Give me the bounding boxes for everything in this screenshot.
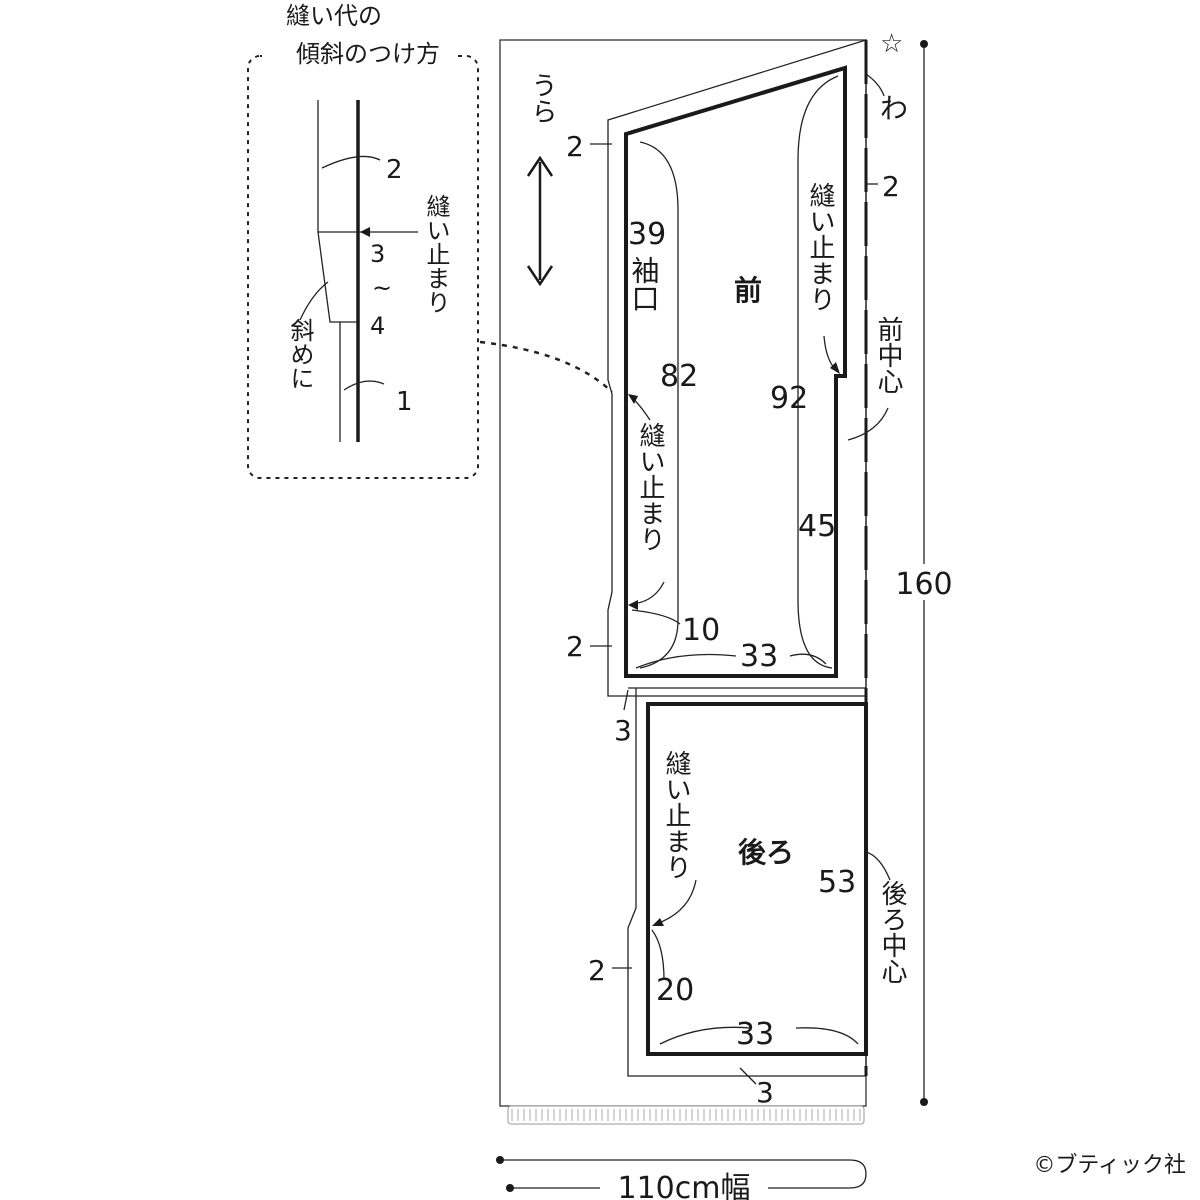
front-right-dimension bbox=[797, 75, 839, 669]
inset-pointer-line bbox=[479, 340, 613, 393]
back-piece-name: 後ろ bbox=[738, 836, 794, 869]
front-cut-line bbox=[607, 39, 867, 697]
front-stitch-stop-left: 縫い止まり bbox=[635, 422, 665, 552]
fabric-width-label: 110cm幅 bbox=[618, 1171, 751, 1200]
fabric-length-dimension bbox=[896, 40, 952, 1106]
inset-cut-line bbox=[317, 100, 341, 442]
back-piece bbox=[612, 687, 891, 1085]
front-seam-top: 2 bbox=[566, 130, 584, 163]
front-lower-right-length: 45 bbox=[798, 509, 836, 544]
fabric-sheet bbox=[499, 39, 867, 1125]
inset-title-line1: 縫い代の bbox=[286, 2, 382, 30]
copyright-notice: ©ブティック社 bbox=[1033, 1153, 1186, 1178]
front-left-length: 82 bbox=[660, 359, 698, 394]
back-width: 33 bbox=[736, 1017, 774, 1052]
inset-label-tilde: ~ bbox=[372, 274, 392, 302]
front-cuff-num: 39 bbox=[628, 217, 666, 252]
front-piece-name: 前 bbox=[734, 274, 762, 307]
front-piece bbox=[590, 39, 889, 711]
inset-label-2: 2 bbox=[386, 155, 403, 185]
front-seam-line bbox=[624, 65, 847, 678]
back-seam-line bbox=[646, 702, 868, 1056]
front-center-label: 前中心 bbox=[873, 316, 903, 394]
inset-label-4: 4 bbox=[370, 312, 385, 340]
front-bottom-side: 10 bbox=[682, 613, 720, 648]
back-right-length: 53 bbox=[818, 865, 856, 900]
back-seam-left: 2 bbox=[588, 954, 606, 987]
back-center-label: 後ろ中心 bbox=[877, 880, 907, 984]
fold-label: わ bbox=[880, 92, 908, 125]
front-width: 33 bbox=[740, 639, 778, 674]
inset-diagonal-label: 斜めに bbox=[286, 318, 314, 390]
inset-label-3: 3 bbox=[370, 240, 385, 268]
inset-title-line2: 傾斜のつけ方 bbox=[296, 40, 440, 68]
wrong-side-label: うら bbox=[527, 72, 557, 124]
back-bottom-side: 20 bbox=[656, 973, 694, 1008]
front-right-length: 92 bbox=[770, 381, 808, 416]
front-seam-hem: 3 bbox=[614, 714, 632, 747]
front-seam-bottom-left: 2 bbox=[566, 630, 584, 663]
back-seam-hem: 3 bbox=[756, 1076, 774, 1109]
seam-allowance-inset: 縫い代の 傾斜のつけ方 2 1 3 ~ 4 縫い止まり 斜めに bbox=[247, 2, 479, 479]
front-cuff-label: 袖口 bbox=[628, 256, 661, 312]
star-mark: ☆ bbox=[880, 29, 903, 59]
inset-stitch-stop-label: 縫い止まり bbox=[422, 194, 450, 314]
grain-line-arrow bbox=[526, 155, 554, 287]
front-left-dimension bbox=[639, 141, 679, 669]
front-seam-right: 2 bbox=[882, 170, 900, 203]
fabric-width-dimension bbox=[496, 1156, 867, 1200]
front-stitch-stop-right: 縫い止まり bbox=[805, 182, 835, 312]
back-stitch-stop: 縫い止まり bbox=[661, 750, 691, 880]
inset-label-1: 1 bbox=[396, 387, 413, 417]
fabric-length-label: 160 bbox=[895, 567, 952, 602]
selvage-edge bbox=[511, 1109, 861, 1121]
